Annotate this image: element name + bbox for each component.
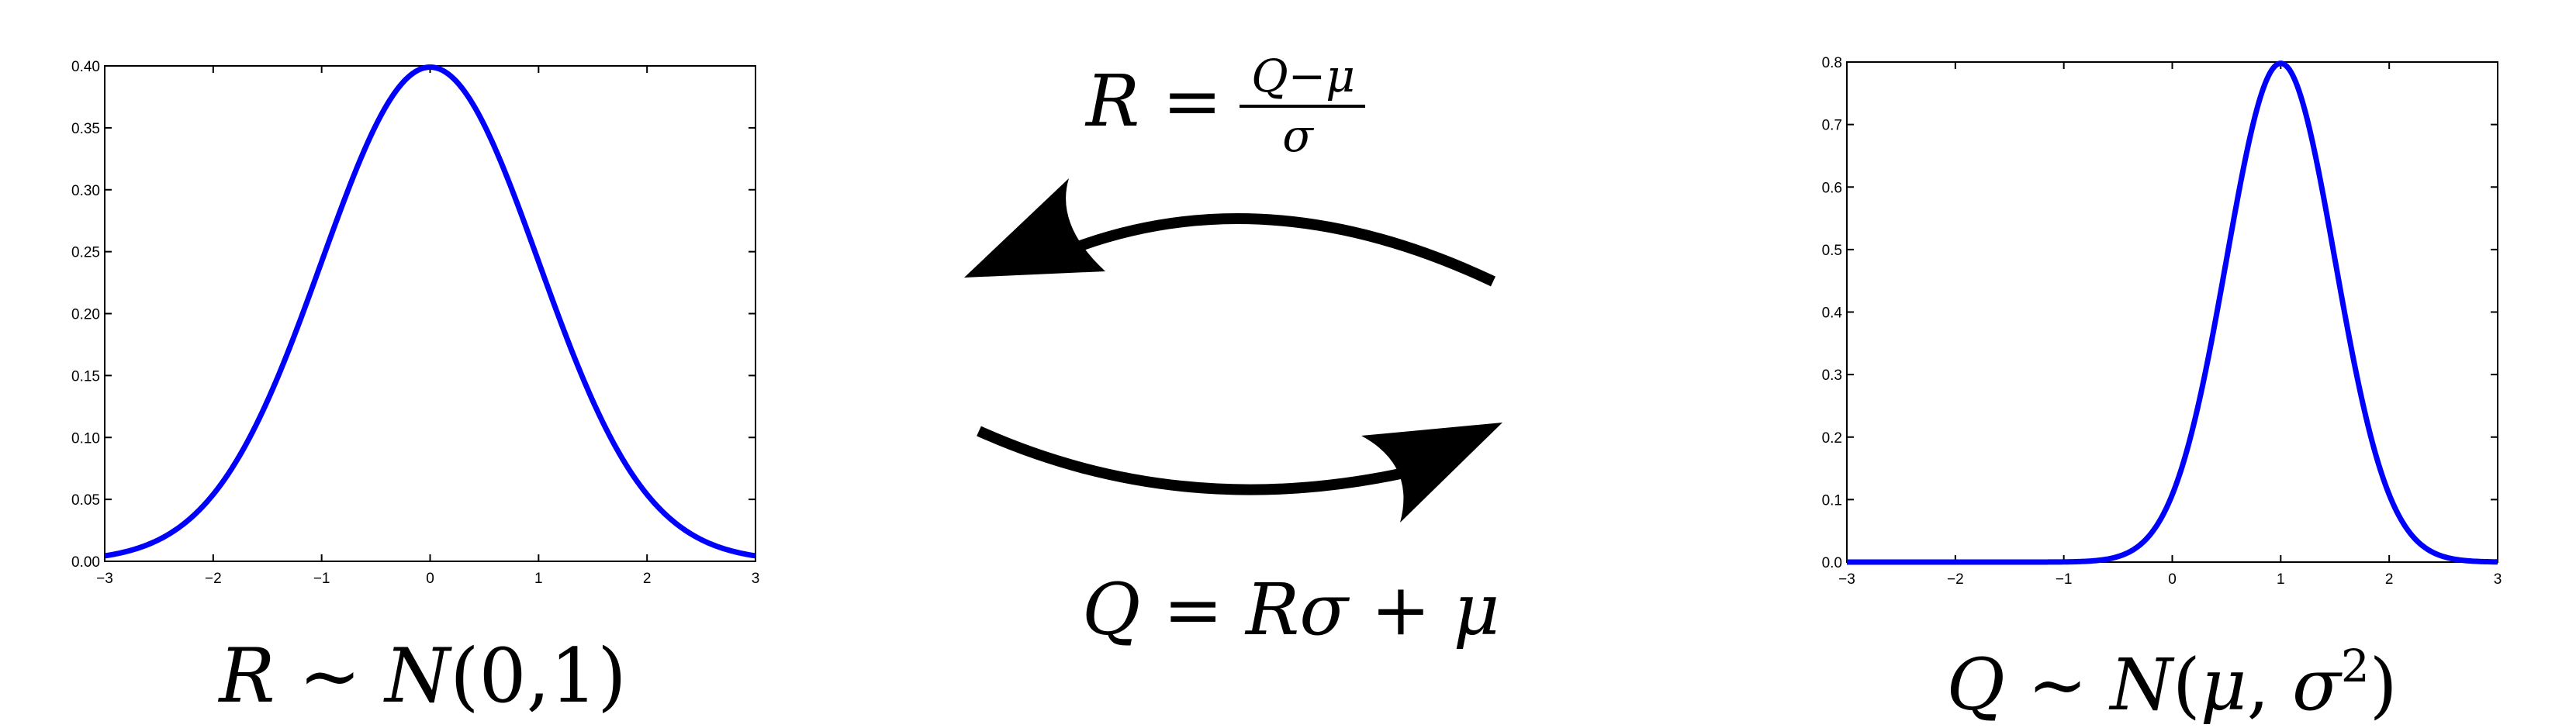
left-xtick-label: −3 [96, 571, 113, 587]
left-xtick-label: 2 [643, 571, 652, 587]
bottom-equation: Q = Rσ + μ [1082, 568, 1499, 651]
right-xtick-label: 0 [2168, 571, 2177, 588]
arrow-to-left [964, 178, 1495, 287]
left-tick-labels: −3 −2 −1 0 1 2 3 0.00 0.05 0.10 0.15 0.20 0.25 0.30 0.… [71, 59, 759, 587]
left-ytick-label: 0.20 [71, 307, 100, 323]
right-ytick-label: 0.8 [1822, 55, 1842, 71]
right-ytick-label: 0.3 [1822, 367, 1842, 384]
left-ytick-label: 0.30 [71, 183, 100, 199]
right-xtick-label: 3 [2494, 571, 2502, 588]
left-xtick-label: 0 [426, 571, 434, 587]
right-xtick-label: 2 [2385, 571, 2394, 588]
left-plot-frame [104, 65, 756, 562]
right-ytick-label: 0.4 [1822, 305, 1843, 322]
left-ytick-label: 0.05 [71, 492, 100, 509]
left-caption: R ~ N(0,1) [217, 633, 626, 719]
left-ytick-label: 0.10 [71, 430, 100, 447]
right-plot-frame [1846, 61, 2498, 563]
top-equation: R = Q−μ σ [1084, 50, 1365, 162]
right-density-curve [1847, 60, 2498, 565]
left-xtick-label: 1 [534, 571, 543, 587]
top-equation-lhs: R = [1084, 60, 1222, 143]
right-ytick-label: 0.1 [1822, 492, 1842, 509]
right-xtick-label: −2 [1947, 571, 1964, 588]
right-ticks [1846, 61, 2498, 563]
arrow-to-right-shaft [977, 426, 1406, 495]
right-tick-labels: −3 −2 −1 0 1 2 3 0.0 0.1 0.2 0.3 0.4 0.5 0.6 0.7 0.8 [1822, 55, 2502, 588]
arrow-to-right-head [1361, 423, 1502, 523]
left-ticks [104, 65, 756, 562]
left-xtick-label: −2 [205, 571, 222, 587]
right-ytick-label: 0.6 [1822, 180, 1842, 196]
right-xtick-label: −3 [1838, 571, 1855, 588]
right-xtick-label: −1 [2056, 571, 2073, 588]
right-ytick-label: 0.5 [1822, 243, 1842, 259]
left-ytick-label: 0.25 [71, 245, 100, 261]
left-density-curve [104, 64, 756, 559]
right-chart: −3 −2 −1 0 1 2 3 0.0 0.1 0.2 0.3 0.4 0.5 0.6 0.7 0.8 Q … [1822, 55, 2502, 726]
right-ytick-label: 0.2 [1822, 430, 1842, 447]
left-xtick-label: 3 [752, 571, 760, 587]
left-chart: −3 −2 −1 0 1 2 3 0.00 0.05 0.10 0.15 0.20 0.25 0.30 0.… [71, 59, 759, 719]
left-ytick-label: 0.15 [71, 368, 100, 385]
right-ytick-label: 0.0 [1822, 555, 1842, 571]
right-ytick-label: 0.7 [1822, 118, 1842, 134]
left-ytick-label: 0.00 [71, 554, 100, 571]
arrow-to-left-head [964, 178, 1105, 278]
left-xtick-label: −1 [313, 571, 330, 587]
left-ytick-label: 0.35 [71, 121, 100, 137]
left-ytick-label: 0.40 [71, 59, 100, 75]
right-xtick-label: 1 [2277, 571, 2285, 588]
arrow-to-left-shaft [1076, 213, 1495, 287]
top-equation-numerator: Q−μ [1251, 50, 1355, 102]
right-caption: Q ~ N(μ, σ2) [1946, 640, 2397, 726]
arrow-to-right [977, 423, 1502, 523]
top-equation-denominator: σ [1282, 109, 1314, 162]
